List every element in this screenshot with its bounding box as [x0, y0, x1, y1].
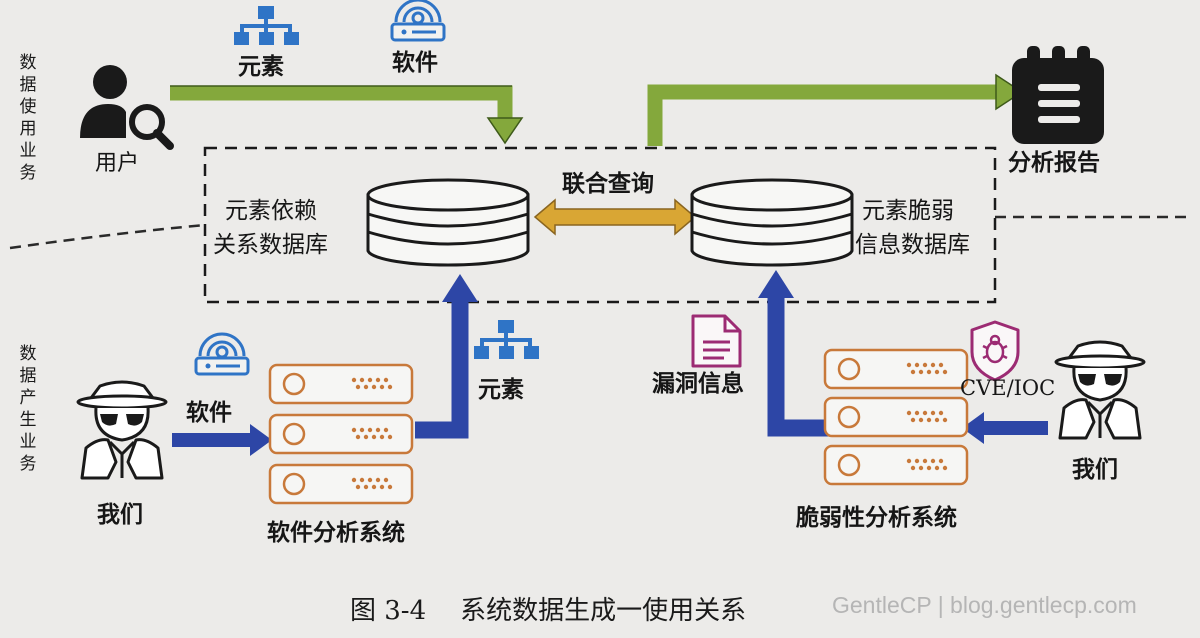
software-analysis-server: [268, 363, 414, 505]
section-divider-left: [9, 223, 206, 250]
we-label-right: 我们: [1072, 457, 1118, 483]
blue-arrow-software-in-head: [250, 424, 272, 456]
database-region: [203, 146, 997, 304]
vuln-system-label: 脆弱性分析系统: [796, 505, 957, 531]
green-arrow-report: [647, 84, 1000, 146]
blue-arrow-cve-in-head: [962, 412, 984, 444]
software-system-label: 软件分析系统: [267, 520, 405, 546]
element-label-top: 元素: [238, 54, 284, 80]
user-search-icon: [80, 65, 174, 150]
joint-query-arrow: [533, 198, 697, 236]
software-disk-icon: [390, 0, 446, 42]
software-disk-icon-left: [194, 332, 250, 376]
we-label-left: 我们: [97, 502, 143, 528]
report-clipboard-icon: [1012, 46, 1104, 144]
bug-shield-icon: [970, 320, 1020, 382]
figure-caption: 图 3-4 系统数据生成一使用关系: [350, 590, 746, 627]
spy-icon-right: [1054, 340, 1146, 440]
blue-arrow-element: [415, 300, 469, 439]
user-label: 用户: [95, 151, 140, 176]
vulnerability-document-icon: [691, 314, 742, 368]
report-label: 分析报告: [1008, 150, 1100, 176]
element-db-label-1: 元素依赖: [225, 198, 317, 224]
green-arrow-query: [170, 85, 513, 122]
software-label-top: 软件: [392, 50, 438, 76]
element-hierarchy-icon: [234, 6, 299, 45]
cve-ioc-label: CVE/IOC: [960, 376, 1056, 400]
spy-icon-left: [76, 380, 168, 480]
joint-query-label: 联合查询: [562, 171, 654, 197]
figure-number: 图 3-4: [350, 596, 427, 626]
watermark: GentleCP | blog.gentlecp.com: [832, 592, 1137, 618]
blue-arrow-vuln-head: [758, 270, 794, 298]
vuln-db-label-1: 元素脆弱: [862, 198, 954, 224]
blue-arrow-element-head: [442, 274, 478, 302]
element-label-mid: 元素: [478, 377, 524, 403]
green-arrow-query-head: [486, 117, 524, 145]
element-hierarchy-icon-mid: [474, 320, 539, 359]
element-db-label-2: 关系数据库: [213, 232, 328, 258]
vuln-db-label-2: 信息数据库: [855, 232, 970, 258]
vulnerability-analysis-server: [823, 348, 969, 486]
blue-arrow-vuln: [767, 296, 830, 437]
vuln-info-label: 漏洞信息: [652, 371, 744, 397]
vulnerability-database: [690, 178, 854, 267]
green-arrow-report-head: [995, 73, 1024, 111]
section-label-usage: 数据使用业务: [19, 53, 37, 183]
element-dependency-database: [366, 178, 530, 267]
figure-title: 系统数据生成一使用关系: [460, 596, 747, 626]
section-label-production: 数据产生业务: [19, 344, 37, 474]
software-label-left: 软件: [186, 400, 232, 426]
